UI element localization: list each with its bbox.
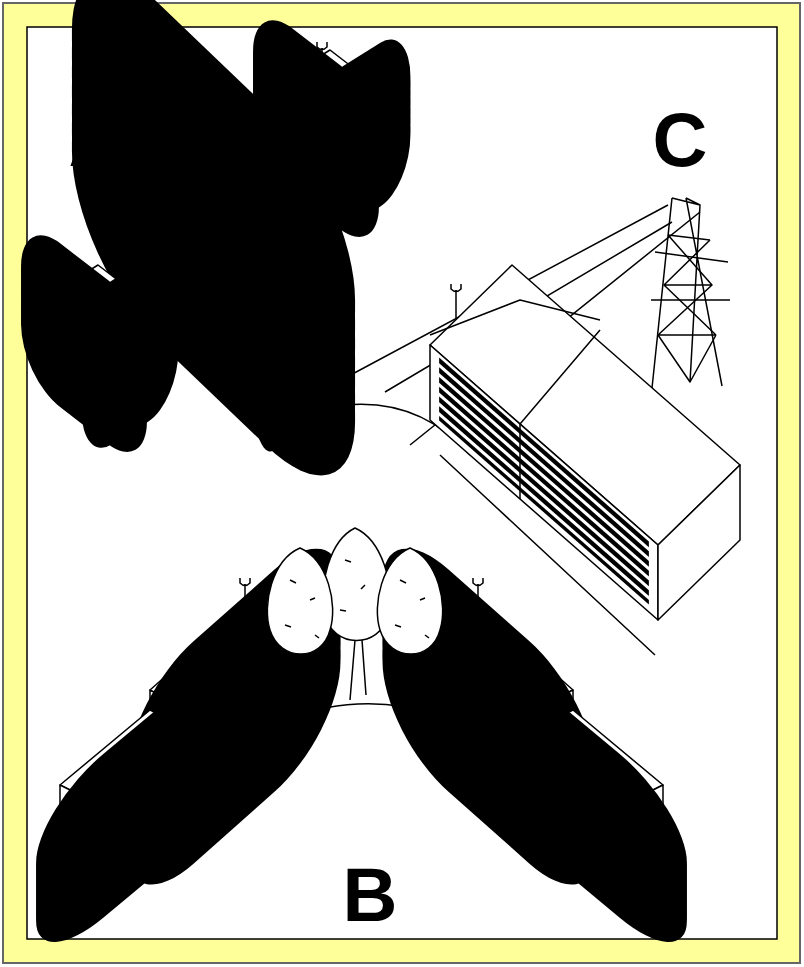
scene-letter: A	[69, 102, 124, 178]
scene-letter: C	[653, 102, 708, 178]
frame	[3, 3, 800, 963]
scene-b	[60, 528, 663, 910]
scene-letter: B	[343, 857, 398, 933]
scene-c	[345, 198, 740, 655]
scene-a	[58, 42, 382, 400]
panel	[27, 27, 777, 939]
